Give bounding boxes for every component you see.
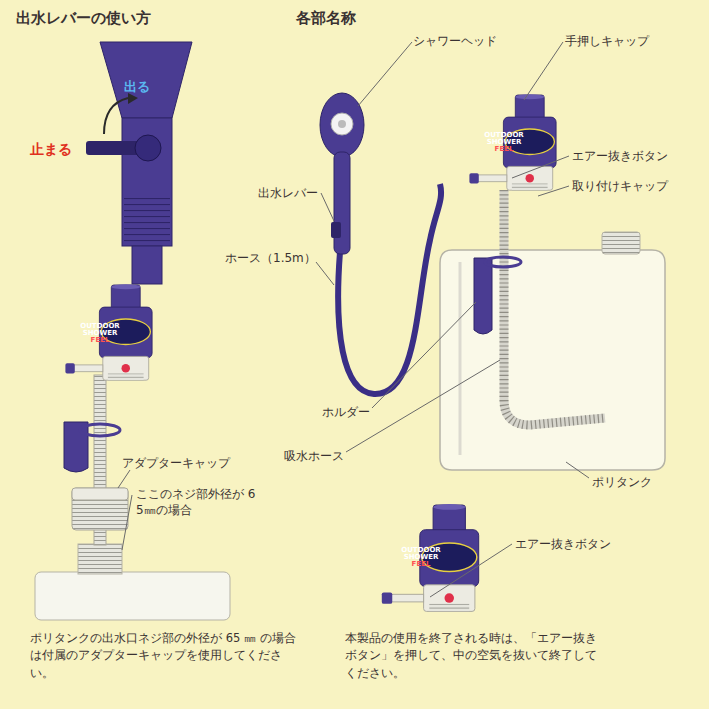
part-name: アダプターキャップ (122, 455, 247, 471)
direction-label: 止まる (30, 140, 86, 159)
part-name: エアー抜きボタン (572, 148, 692, 164)
note-callout: ここのネジ部外径が 65㎜の場合 (136, 486, 258, 518)
usage-note: ポリタンクの出水口ネジ部の外径が 65 ㎜ の場合は付属のアダプターキャップを使… (30, 630, 298, 682)
logo-text: OUTDOOR (401, 547, 441, 554)
usage-note: 本製品の使用を終了される時は、「エアー抜きボタン」を押して、中の空気を抜いて終了… (345, 630, 607, 682)
part-name: 手押しキャップ (565, 33, 675, 49)
part-name: エアー抜きボタン (515, 536, 635, 552)
part-name: 吸水ホース (284, 448, 354, 464)
part-name: ホース（1.5m） (225, 250, 325, 266)
part-name: シャワーヘッド (413, 33, 523, 49)
part-name: 取り付けキャップ (572, 178, 692, 194)
part-name: ホルダー (322, 404, 382, 420)
logo-text: FEEL (484, 146, 524, 153)
logo-text: SHOWER (484, 139, 524, 146)
logo-text: OUTDOOR (80, 323, 120, 330)
part-name: ポリタンク (592, 474, 672, 490)
logo-text: OUTDOOR (484, 132, 524, 139)
logo-text: SHOWER (80, 330, 120, 337)
section-heading: 各部名称 (296, 8, 416, 28)
logo-text: FEEL (80, 337, 120, 344)
direction-label: 出る (115, 80, 159, 93)
logo-text: FEEL (401, 561, 441, 568)
section-heading: 出水レバーの使い方 (16, 8, 216, 28)
part-name: 出水レバー (258, 185, 330, 201)
logo-text: SHOWER (401, 554, 441, 561)
